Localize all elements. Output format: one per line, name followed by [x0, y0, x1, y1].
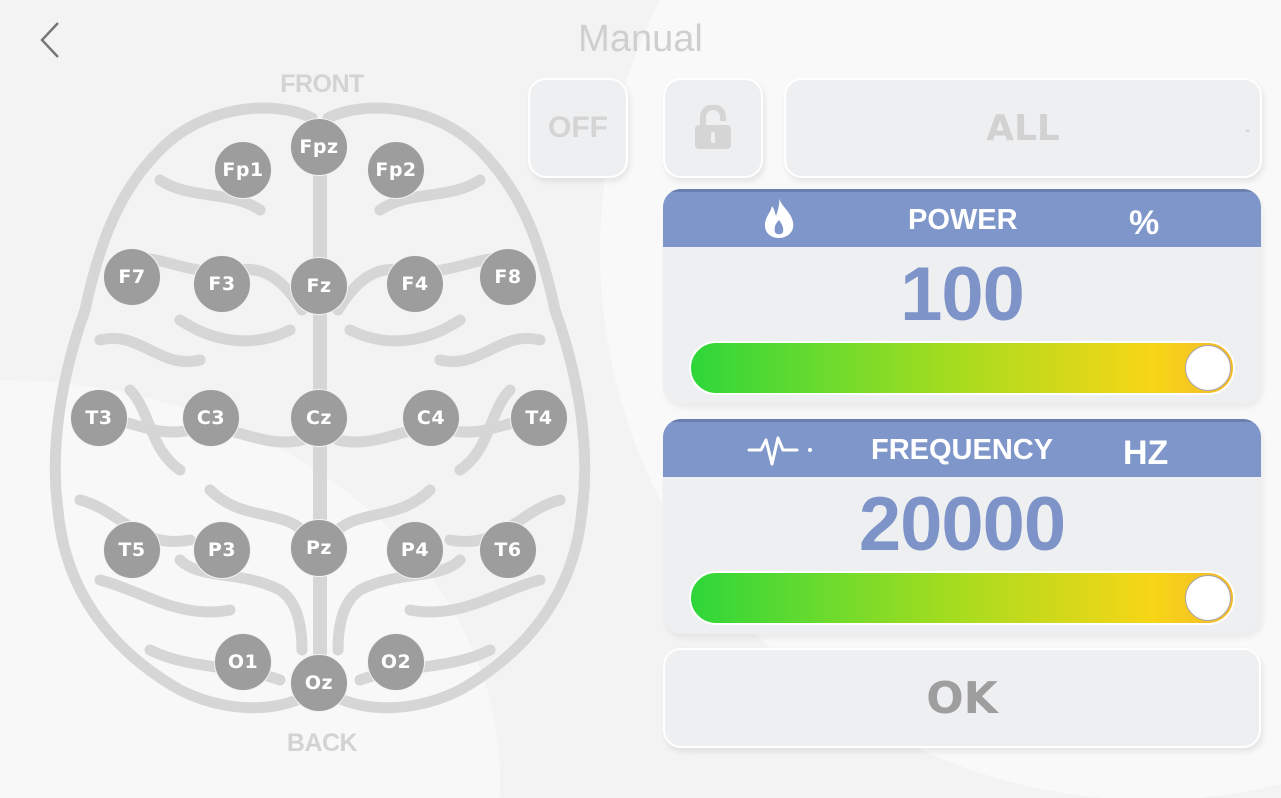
front-label: FRONT [280, 70, 364, 98]
electrode-f3[interactable]: F3 [193, 255, 251, 313]
electrode-c4[interactable]: C4 [402, 389, 460, 447]
electrode-c3[interactable]: C3 [182, 389, 240, 447]
lock-toggle-button[interactable] [663, 78, 763, 178]
electrode-t5[interactable]: T5 [103, 521, 161, 579]
power-label: POWER [908, 204, 1018, 236]
off-button-label: OFF [548, 111, 608, 144]
electrode-fp1[interactable]: Fp1 [214, 141, 272, 199]
electrode-p4[interactable]: P4 [386, 521, 444, 579]
power-value: 100 [900, 252, 1025, 337]
unlock-icon [695, 105, 731, 149]
power-slider-knob[interactable] [1185, 345, 1231, 391]
frequency-value: 20000 [858, 482, 1066, 567]
electrode-cz[interactable]: Cz [290, 389, 348, 447]
frequency-card-header: FREQUENCY HZ [663, 419, 1261, 477]
electrode-f8[interactable]: F8 [479, 248, 537, 306]
electrode-t6[interactable]: T6 [479, 521, 537, 579]
electrode-o1[interactable]: O1 [214, 633, 272, 691]
electrode-pz[interactable]: Pz [290, 519, 348, 577]
power-unit: % [1129, 204, 1160, 242]
back-button[interactable] [28, 18, 72, 62]
power-slider[interactable] [689, 341, 1235, 395]
frequency-slider[interactable] [689, 571, 1235, 625]
frequency-slider-knob[interactable] [1185, 575, 1231, 621]
channel-select[interactable]: ALL ⌄ [784, 78, 1262, 178]
electrode-t4[interactable]: T4 [510, 389, 568, 447]
frequency-unit: HZ [1123, 434, 1169, 472]
ok-button-label: OK [926, 672, 998, 724]
page-title: Manual [578, 18, 703, 60]
electrode-f7[interactable]: F7 [103, 248, 161, 306]
power-card: POWER % 100 [663, 189, 1261, 404]
flame-icon [764, 198, 794, 238]
electrode-t3[interactable]: T3 [70, 389, 128, 447]
chevron-down-icon: ⌄ [1243, 124, 1252, 135]
back-label: BACK [286, 729, 358, 757]
pulse-wave-icon [747, 436, 812, 466]
electrode-fpz[interactable]: Fpz [290, 118, 348, 176]
frequency-label: FREQUENCY [871, 434, 1054, 466]
frequency-card: FREQUENCY HZ 20000 [663, 419, 1261, 634]
off-button[interactable]: OFF [528, 78, 628, 178]
electrode-f4[interactable]: F4 [386, 255, 444, 313]
electrode-fz[interactable]: Fz [290, 257, 348, 315]
chevron-left-icon [40, 22, 59, 58]
power-card-header: POWER % [663, 189, 1261, 247]
electrode-oz[interactable]: Oz [290, 654, 348, 712]
channel-select-value: ALL [986, 107, 1060, 149]
electrode-o2[interactable]: O2 [367, 633, 425, 691]
electrode-fp2[interactable]: Fp2 [367, 141, 425, 199]
ok-button[interactable]: OK [663, 648, 1261, 748]
electrode-p3[interactable]: P3 [193, 521, 251, 579]
